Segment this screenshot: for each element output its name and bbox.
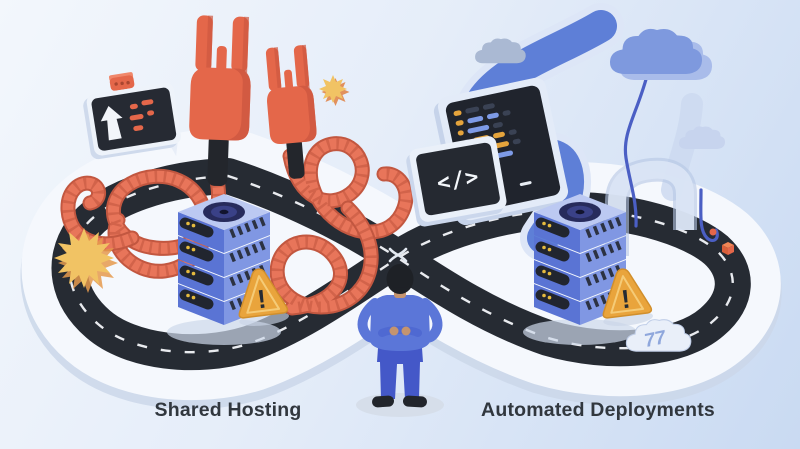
starburst-small-icon: [319, 75, 350, 106]
up-arrow-icon: [100, 105, 123, 141]
figure-shoe-left: [372, 395, 395, 408]
figure-pants: [377, 348, 423, 399]
hook-wire: [699, 188, 719, 242]
figure-shoe-right: [402, 395, 427, 408]
upload-cloud-badge: 77: [625, 319, 692, 352]
cloud-wire: [623, 70, 650, 228]
label-shared-hosting: Shared Hosting: [154, 399, 302, 421]
cloud-icon-large: [609, 28, 703, 74]
orange-dot: [709, 228, 717, 236]
power-plug-large-icon: [189, 15, 251, 187]
crossing-x-mark: [388, 247, 408, 263]
developer-figure: [356, 264, 444, 417]
gateway-arch-icon: [605, 157, 697, 256]
figure-shadow: [356, 393, 444, 417]
direction-sign: [83, 72, 182, 160]
orange-cube-icon: [722, 242, 734, 255]
figure-torso: [370, 295, 430, 351]
cloud-icon-small-grey: [475, 38, 526, 64]
road-center-line: [68, 174, 734, 354]
starburst-large-icon: [54, 228, 118, 293]
label-automated-deployments: Automated Deployments: [481, 399, 715, 421]
power-plug-small-icon: [265, 44, 317, 179]
code-tag-screen: </>: [406, 136, 507, 227]
